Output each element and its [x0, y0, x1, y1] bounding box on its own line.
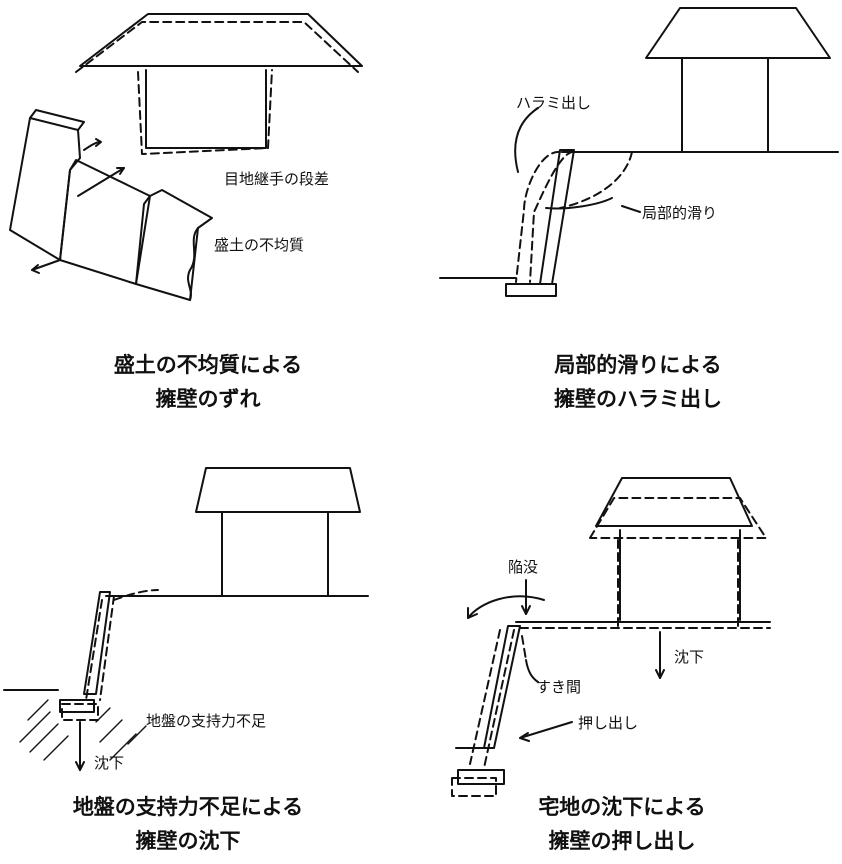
panel-1-drawing [9, 13, 363, 301]
caption-line-2: 擁壁のずれ [155, 387, 261, 411]
house-body [619, 529, 741, 621]
retaining-wall [539, 149, 575, 285]
wall-footing-pushed [451, 777, 497, 797]
arrow-joint [83, 141, 101, 151]
caption-line-1: 宅地の沈下による [538, 795, 706, 819]
retaining-wall-bulged [515, 150, 575, 283]
panel-2-drawing [439, 7, 839, 297]
house-roof [595, 477, 753, 527]
ground-hatch [19, 699, 147, 761]
wall-footing [505, 283, 557, 297]
house-roof [195, 467, 361, 513]
caption-line-1: 局部的滑りによる [554, 353, 722, 377]
wall-block-left-top [29, 109, 85, 131]
house-roof-displaced [75, 21, 359, 73]
caption-panel-1: 盛土の不均質による 擁壁のずれ [58, 348, 358, 416]
caption-panel-4: 宅地の沈下による 擁壁の押し出し [472, 790, 772, 858]
slide-leader [621, 205, 641, 213]
label-settle: 沈下 [94, 754, 125, 772]
caption-panel-2: 局部的滑りによる 擁壁のハラミ出し [488, 348, 788, 416]
retaining-wall-settled [85, 589, 159, 701]
slip-surface [559, 151, 633, 209]
wall-block-right [135, 189, 213, 301]
house-body-displaced [137, 69, 273, 155]
house-roof-settled [589, 497, 767, 539]
label-sink: 陥没 [508, 558, 539, 576]
label-push: 押し出し [578, 714, 639, 732]
caption-line-2: 擁壁のハラミ出し [554, 387, 722, 411]
house-body [681, 57, 769, 153]
house-roof [645, 7, 831, 59]
label-gap: すき間 [536, 678, 582, 696]
house-body [221, 511, 329, 597]
wall-block-right-edge [187, 227, 199, 301]
house-roof [79, 13, 363, 67]
retaining-wall-pushed [469, 629, 527, 769]
arrow-across [77, 167, 125, 197]
caption-line-1: 盛土の不均質による [113, 353, 303, 377]
push-arrow [519, 721, 573, 739]
house-body [145, 69, 267, 149]
label-bulge: ハラミ出し [516, 94, 592, 112]
retaining-wall [483, 625, 521, 749]
label-settle: 沈下 [674, 648, 705, 666]
panel-4-drawing [451, 477, 771, 797]
rotation-arrow [467, 595, 545, 619]
label-joint-step: 目地継手の段差 [224, 170, 330, 188]
retaining-wall [83, 591, 111, 695]
caption-line-2: 擁壁の押し出し [548, 829, 696, 853]
arrow-out [31, 259, 61, 271]
bulge-leader [514, 107, 539, 173]
caption-panel-3: 地盤の支持力不足による 擁壁の沈下 [38, 790, 338, 858]
wall-block-left [9, 117, 81, 261]
gap-leader [525, 659, 539, 683]
label-fill-uneven: 盛土の不均質 [214, 236, 305, 254]
wall-footing [457, 769, 505, 785]
slip-surface-inner [545, 197, 613, 210]
label-local-slide: 局部的滑り [642, 204, 718, 222]
caption-line-1: 地盤の支持力不足による [72, 795, 304, 819]
panel-3-drawing [3, 467, 369, 771]
label-bearing: 地盤の支持力不足 [146, 712, 267, 730]
house-body-settled [617, 539, 739, 629]
wall-footing [59, 699, 95, 713]
caption-line-2: 擁壁の沈下 [135, 829, 241, 853]
